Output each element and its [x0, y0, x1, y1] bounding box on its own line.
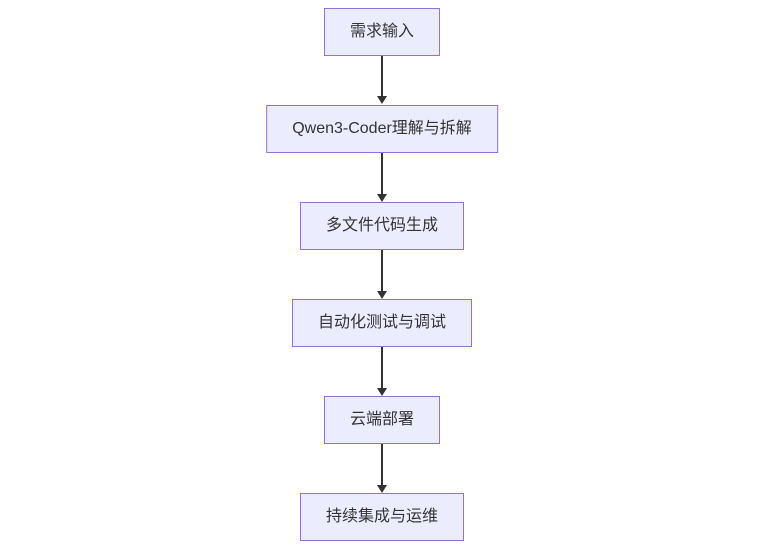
arrow-down-icon [377, 250, 387, 299]
arrow-line [381, 153, 383, 194]
arrow-line [381, 56, 383, 96]
arrow-down-icon [377, 153, 387, 202]
arrow-line [381, 347, 383, 388]
arrow-line [381, 250, 383, 291]
arrow-down-icon [377, 56, 387, 104]
arrow-head [377, 194, 387, 202]
arrow-head [377, 96, 387, 104]
flow-node-label: 多文件代码生成 [325, 217, 439, 234]
arrow-line [381, 444, 383, 485]
flow-node-understand-decompose: Qwen3-Coder理解与拆解 [266, 105, 498, 153]
flow-node-multifile-codegen: 多文件代码生成 [299, 202, 465, 250]
flow-node-label: 需求输入 [349, 23, 415, 40]
flow-node-cloud-deploy: 云端部署 [323, 396, 441, 444]
flow-node-label: 持续集成与运维 [325, 508, 439, 525]
flow-node-ci-ops: 持续集成与运维 [299, 493, 465, 541]
flow-node-auto-test-debug: 自动化测试与调试 [291, 299, 473, 347]
arrow-head [377, 388, 387, 396]
flow-node-label: 云端部署 [349, 411, 415, 428]
arrow-head [377, 485, 387, 493]
arrow-head [377, 291, 387, 299]
flow-node-requirement-input: 需求输入 [323, 8, 441, 56]
flow-node-label: Qwen3-Coder理解与拆解 [292, 120, 472, 137]
flow-node-label: 自动化测试与调试 [317, 314, 447, 331]
arrow-down-icon [377, 444, 387, 493]
arrow-down-icon [377, 347, 387, 396]
